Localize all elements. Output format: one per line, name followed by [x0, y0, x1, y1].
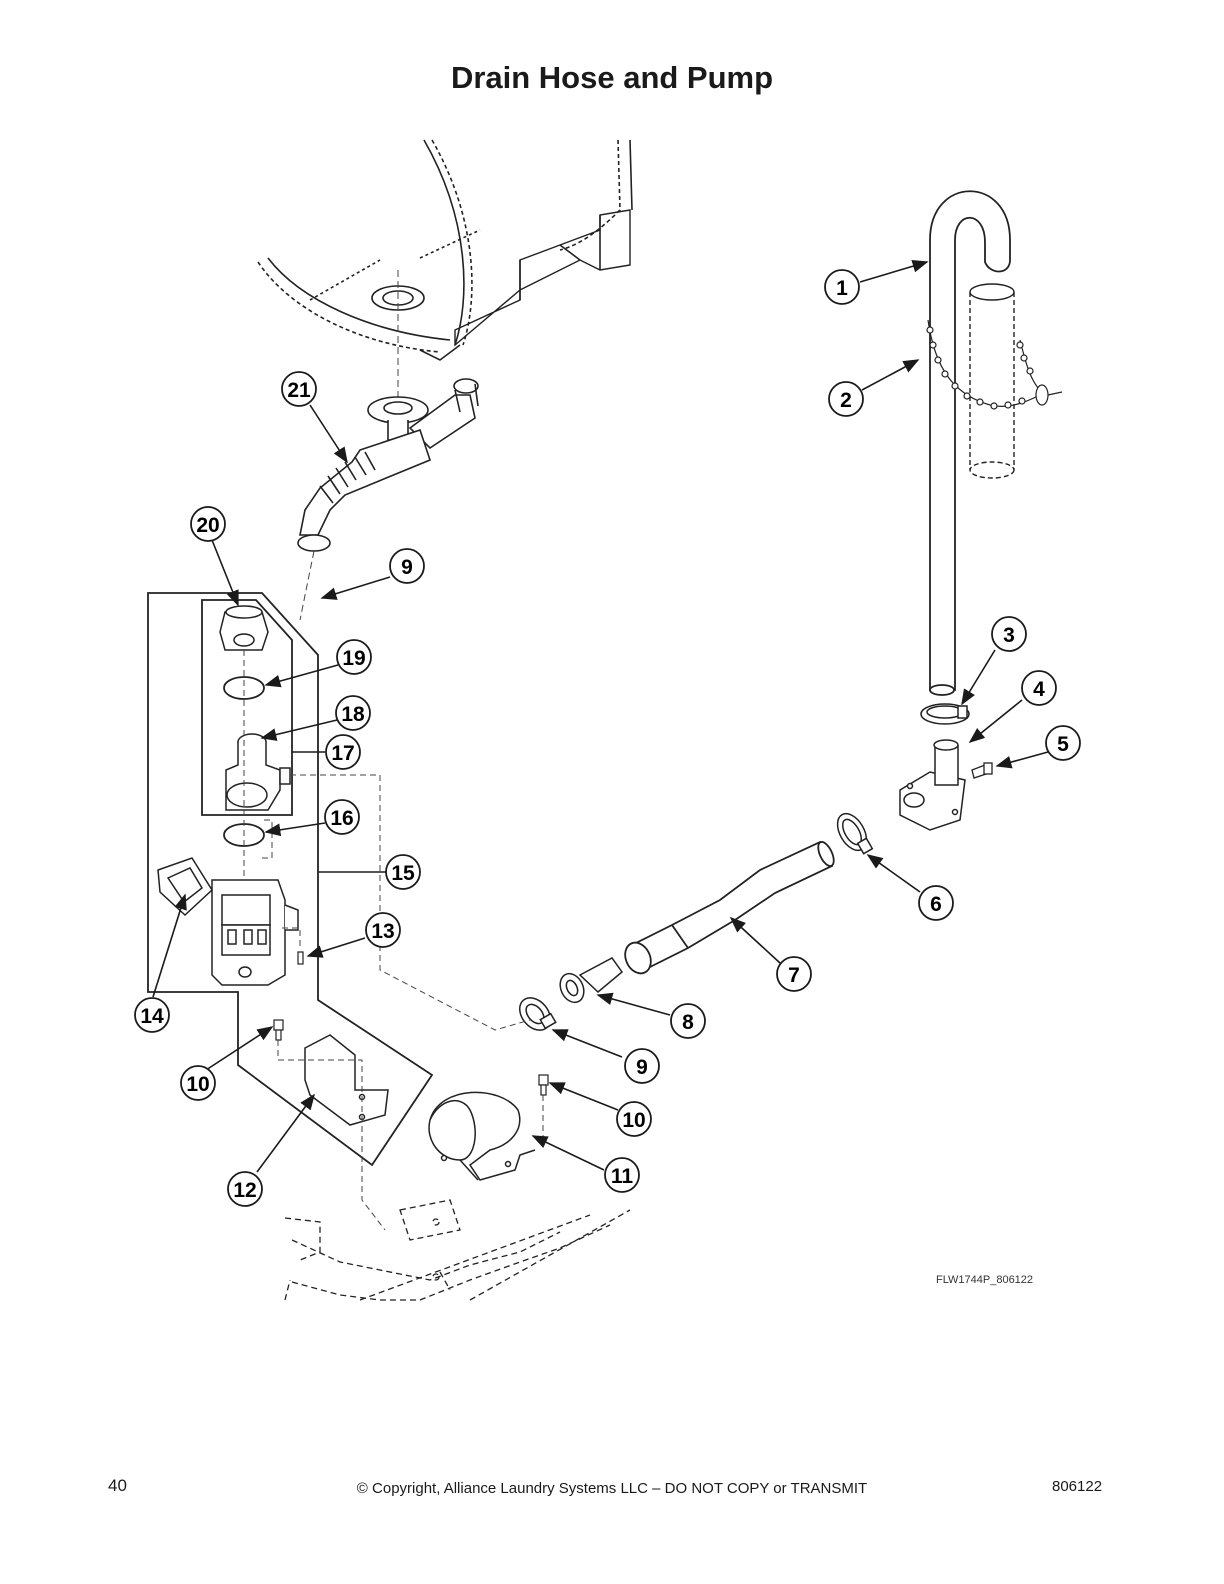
document-number: 806122 — [1052, 1478, 1103, 1495]
svg-text:10: 10 — [186, 1073, 209, 1096]
callout-2: 2 — [828, 381, 864, 417]
hose-coupling — [559, 957, 624, 1004]
svg-text:2: 2 — [840, 389, 852, 412]
callout-6: 6 — [918, 885, 954, 921]
svg-text:1: 1 — [836, 277, 848, 300]
svg-text:7: 7 — [788, 964, 800, 987]
callout-20: 20 — [190, 506, 226, 542]
bracket-screw — [273, 1019, 284, 1041]
callout-5: 5 — [1045, 725, 1081, 761]
svg-text:19: 19 — [342, 647, 365, 670]
callout-13: 13 — [365, 912, 401, 948]
svg-text:3: 3 — [1003, 624, 1015, 647]
callout-21: 21 — [281, 371, 317, 407]
adapter-screw — [971, 762, 993, 779]
pump-seal-upper — [223, 676, 265, 700]
svg-text:4: 4 — [1033, 678, 1045, 701]
hose-retaining-chain — [926, 319, 1063, 410]
callout-8: 8 — [670, 1003, 706, 1039]
callout-19: 19 — [336, 639, 372, 675]
callout-7: 7 — [776, 956, 812, 992]
callout-4: 4 — [1021, 670, 1057, 706]
copyright-notice: © Copyright, Alliance Laundry Systems LL… — [356, 1480, 868, 1497]
svg-text:11: 11 — [611, 1165, 634, 1188]
callout-18: 18 — [335, 695, 371, 731]
svg-text:6: 6 — [930, 893, 942, 916]
drain-hose-clamp-upper — [836, 812, 874, 855]
pump-bracket — [304, 1034, 389, 1126]
callout-1: 1 — [824, 269, 860, 305]
pump-motor — [211, 879, 299, 986]
page-number: 40 — [108, 1476, 127, 1495]
svg-text:9: 9 — [401, 556, 413, 579]
cabinet-base — [284, 1199, 631, 1301]
pump-bracket-mount — [157, 857, 213, 917]
svg-text:10: 10 — [622, 1109, 645, 1132]
svg-text:16: 16 — [330, 807, 353, 830]
tub-outline — [257, 139, 633, 361]
figure-id: FLW1744P_806122 — [936, 1274, 1034, 1286]
tub-outlet-hose — [297, 378, 479, 552]
hose-clip — [428, 1091, 536, 1181]
svg-text:14: 14 — [140, 1005, 164, 1028]
pump-cover — [219, 605, 269, 651]
leader-lines — [152, 259, 1049, 1173]
standpipe-clamp — [920, 703, 970, 725]
callout-12: 12 — [227, 1171, 263, 1207]
svg-text:17: 17 — [331, 742, 354, 765]
pump-centerlines — [243, 650, 531, 1031]
hose-adapter — [899, 739, 966, 831]
clip-screw — [538, 1074, 549, 1096]
page-title: Drain Hose and Pump — [450, 60, 774, 95]
callout-15: 15 — [385, 854, 421, 890]
svg-text:20: 20 — [196, 514, 219, 537]
callout-10-left: 10 — [180, 1065, 216, 1101]
drain-hose-clamp-lower — [518, 997, 557, 1031]
callout-9-upper: 9 — [389, 548, 425, 584]
callout-14: 14 — [134, 997, 170, 1033]
callout-16: 16 — [324, 799, 360, 835]
drain-standpipe — [929, 190, 1011, 696]
pump-assembly-outline — [147, 592, 434, 1167]
pump-screw — [297, 951, 304, 965]
callout-11: 11 — [604, 1157, 640, 1193]
drain-hose — [624, 840, 835, 975]
laundry-tub-pipe — [969, 283, 1015, 479]
svg-text:15: 15 — [391, 862, 415, 885]
svg-text:12: 12 — [233, 1179, 256, 1202]
callout-17: 17 — [325, 734, 361, 770]
svg-text:13: 13 — [371, 920, 394, 943]
callout-9-lower: 9 — [624, 1048, 660, 1084]
svg-text:8: 8 — [682, 1011, 694, 1034]
callout-3: 3 — [991, 616, 1027, 652]
svg-text:9: 9 — [636, 1056, 648, 1079]
svg-text:18: 18 — [341, 703, 365, 726]
pump-housing-outline — [201, 599, 293, 816]
callout-10-right: 10 — [616, 1101, 652, 1137]
svg-text:5: 5 — [1057, 733, 1069, 756]
svg-text:21: 21 — [287, 379, 311, 402]
pump-body — [225, 733, 291, 811]
